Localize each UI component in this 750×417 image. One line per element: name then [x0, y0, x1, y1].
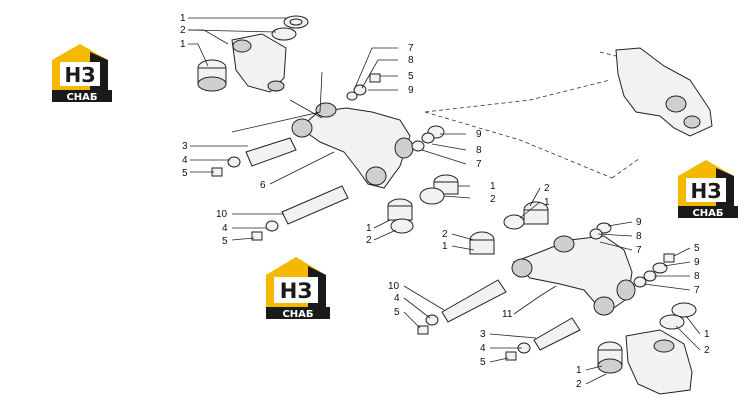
logo-caption: СНАБ	[282, 309, 313, 320]
logo-caption: СНАБ	[66, 92, 97, 103]
callout-label: 6	[260, 180, 266, 191]
callout-label: 5	[394, 307, 400, 318]
callout-label: 5	[408, 71, 414, 82]
callout-label: 7	[408, 43, 414, 54]
logo-mark-text: НЗ	[691, 179, 722, 203]
callout-label: 5	[222, 236, 228, 247]
assembly-guide-lines	[424, 51, 641, 179]
callout-label: 8	[476, 145, 482, 156]
callout-label: 11	[502, 309, 513, 320]
callout-leader-lines	[187, 17, 701, 385]
callout-label: 8	[636, 231, 642, 242]
callout-label: 7	[636, 245, 642, 256]
callout-label: 1	[490, 181, 496, 192]
callout-label: 2	[366, 235, 372, 246]
callout-label: 2	[704, 345, 710, 356]
callout-labels-upper: 1 2 1 7 8 5 9 3 4 5 6 9 8 7 1 2 10 4 5 1…	[180, 13, 496, 247]
logo-mark-text: НЗ	[65, 63, 96, 87]
callout-label: 10	[216, 209, 228, 220]
callout-label: 9	[476, 129, 482, 140]
callout-label: 7	[476, 159, 482, 170]
callout-label: 9	[636, 217, 642, 228]
upper-assembly-parts	[197, 15, 459, 241]
callout-label: 10	[388, 281, 400, 292]
callout-label: 1	[704, 329, 710, 340]
logo-caption: СНАБ	[692, 208, 723, 219]
callout-label: 4	[182, 155, 188, 166]
logo-mark-text: НЗ	[280, 279, 313, 303]
callout-label: 5	[694, 243, 700, 254]
callout-label: 8	[408, 55, 414, 66]
callout-label: 1	[442, 241, 448, 252]
callout-label: 2	[544, 183, 550, 194]
callout-label: 1	[366, 223, 372, 234]
callout-label: 8	[694, 271, 700, 282]
callout-label: 2	[180, 25, 186, 36]
callout-label: 9	[408, 85, 414, 96]
callout-label: 2	[576, 379, 582, 390]
callout-label: 9	[694, 257, 700, 268]
brand-logo-right: НЗ СНАБ	[678, 160, 738, 219]
callout-label: 3	[480, 329, 486, 340]
callout-label: 1	[544, 197, 550, 208]
brand-logo-top-left: НЗ СНАБ	[52, 44, 112, 103]
lower-assembly-parts	[417, 47, 713, 395]
callout-label: 1	[576, 365, 582, 376]
callout-label: 5	[182, 168, 188, 179]
callout-label: 4	[480, 343, 486, 354]
callout-label: 3	[182, 141, 188, 152]
callout-label: 2	[490, 194, 496, 205]
callout-label: 1	[180, 13, 186, 24]
callout-label: 4	[222, 223, 228, 234]
callout-label: 7	[694, 285, 700, 296]
callout-label: 5	[480, 357, 486, 368]
callout-labels-lower: 2 1 2 1 9 8 7 5 9 8 7 10 4 5 11 3 4 5 1 …	[388, 183, 710, 390]
callout-label: 4	[394, 293, 400, 304]
brand-logo-center: НЗ СНАБ	[266, 257, 330, 320]
callout-label: 1	[180, 39, 186, 50]
callout-label: 2	[442, 229, 448, 240]
